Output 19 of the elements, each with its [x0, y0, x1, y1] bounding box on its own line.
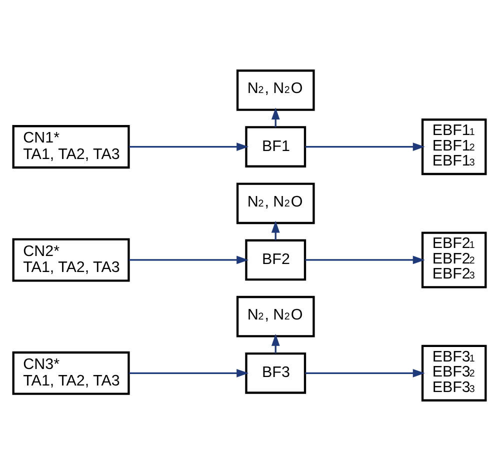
- arrow: [304, 142, 424, 151]
- node-box: BF3: [244, 352, 306, 394]
- node-box: EBF11 EBF12 EBF13: [420, 118, 486, 176]
- node-box: EBF21 EBF22 EBF23: [420, 232, 486, 288]
- node-box: CN2* TA1, TA2, TA3: [12, 238, 130, 282]
- arrow: [304, 256, 424, 264]
- arrow: [304, 368, 424, 378]
- node-box: CN3* TA1, TA2, TA3: [12, 351, 130, 395]
- node-box: EBF31 EBF32 EBF33: [420, 344, 486, 402]
- arrow: [128, 256, 248, 264]
- node-box: BF1: [244, 126, 306, 168]
- node-box: N2, N2O: [236, 70, 314, 111]
- arrow: [270, 220, 280, 240]
- node-box: N2, N2O: [236, 182, 314, 224]
- arrow: [128, 142, 248, 151]
- arrow: [128, 368, 248, 378]
- node-box: CN1* TA1, TA2, TA3: [12, 125, 130, 169]
- node-box: BF2: [244, 239, 306, 281]
- node-box: N2, N2O: [236, 296, 314, 338]
